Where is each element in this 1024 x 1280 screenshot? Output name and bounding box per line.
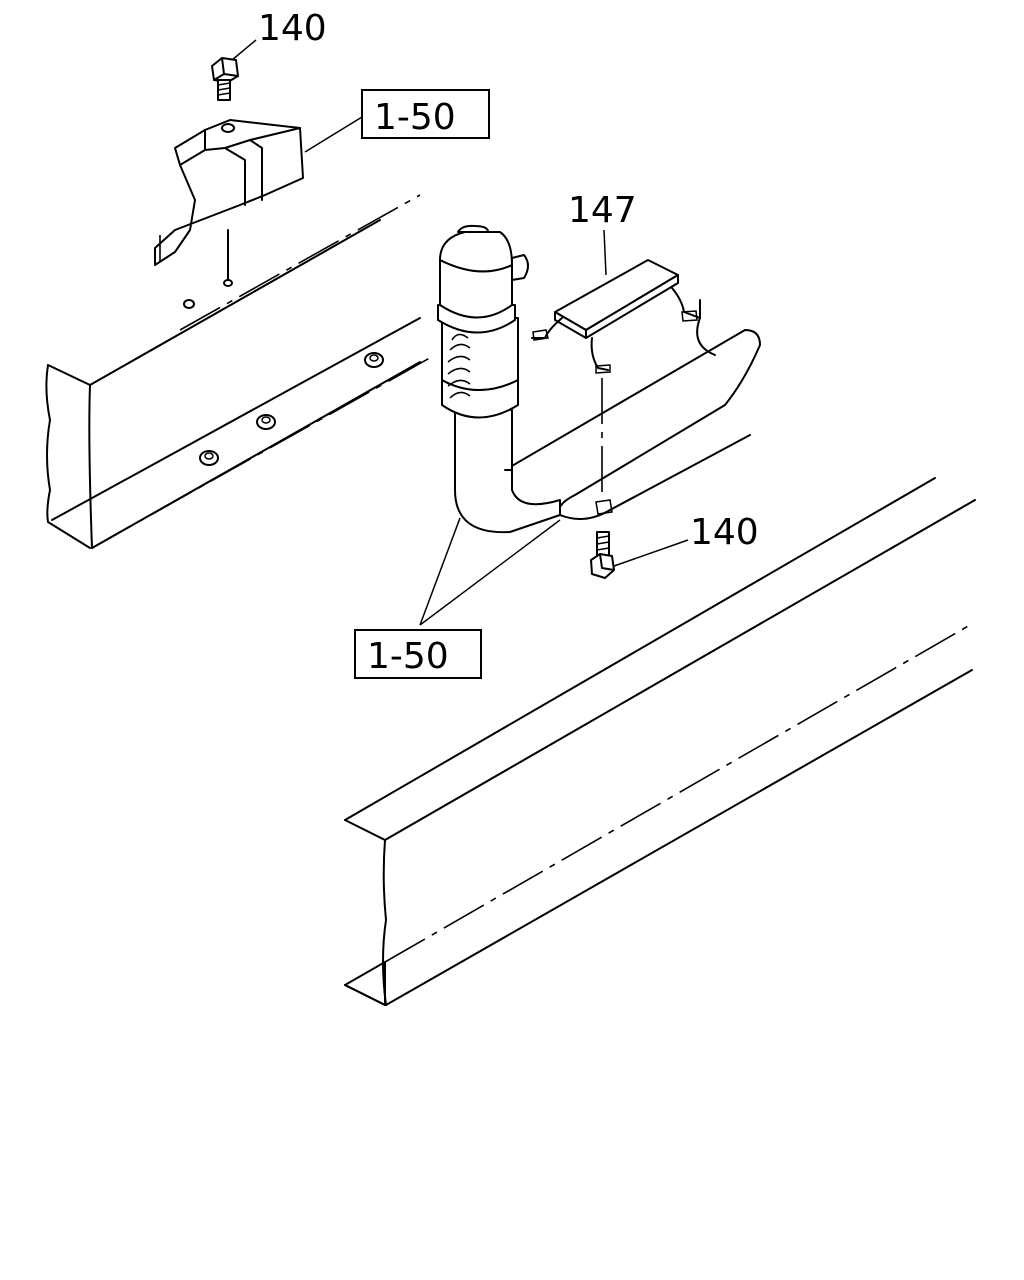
- leader-ref-b: [419, 519, 561, 626]
- frame-nut: [364, 352, 384, 368]
- bottom-bolt: [590, 531, 615, 579]
- callout-147: 147: [568, 190, 637, 231]
- leader-ref-a: [419, 517, 461, 626]
- ref-box-bottom: [354, 629, 482, 679]
- right-frame-rail: [344, 477, 976, 1006]
- exhaust-pipe: [437, 224, 761, 534]
- ref-1-50-top: 1-50: [374, 97, 456, 138]
- callout-140-top: 140: [258, 8, 327, 49]
- bracket-147: [531, 259, 701, 515]
- frame-nut: [256, 414, 276, 430]
- ref-1-50-bottom: 1-50: [367, 636, 449, 677]
- ref-box-top: [361, 89, 490, 139]
- leader-bottom-bolt: [613, 539, 689, 567]
- leader-147: [603, 229, 607, 276]
- frame-nut: [199, 450, 219, 466]
- callout-140-bottom: 140: [690, 512, 759, 553]
- leader-top-ref: [304, 116, 363, 153]
- left-frame-rail: [45, 194, 436, 549]
- upper-hanger-bracket: [154, 119, 304, 287]
- leader-top-bolt: [231, 39, 257, 61]
- top-bolt: [211, 57, 239, 101]
